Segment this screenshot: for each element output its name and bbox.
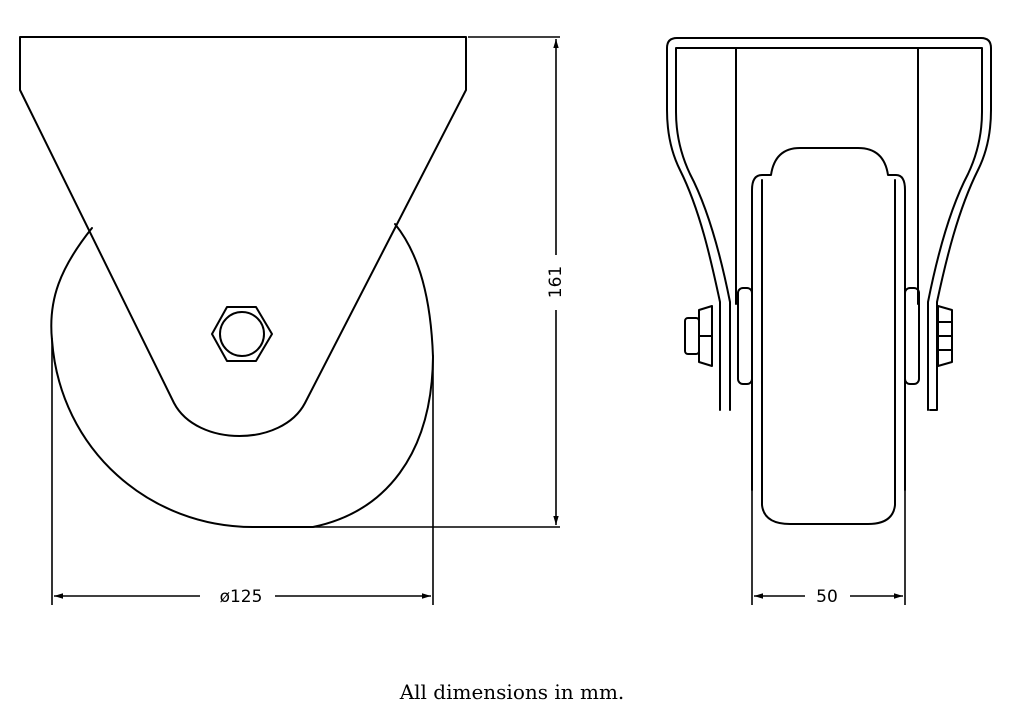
front-view bbox=[666, 37, 992, 525]
dimension-diameter: ø125 bbox=[51, 338, 434, 607]
nut-right bbox=[937, 305, 953, 367]
outer-fork bbox=[666, 37, 992, 411]
dimension-diameter-label: ø125 bbox=[220, 587, 263, 607]
inner-fork bbox=[675, 47, 983, 411]
dimension-height: 161 bbox=[313, 36, 566, 528]
tyre-outline bbox=[751, 147, 906, 491]
axle-bore bbox=[219, 311, 265, 357]
caption: All dimensions in mm. bbox=[399, 680, 625, 704]
axle-hex-nut bbox=[211, 306, 273, 362]
side-view bbox=[19, 36, 467, 529]
wheel-outline bbox=[50, 223, 434, 529]
fork-bracket bbox=[19, 36, 467, 437]
dimension-width-label: 50 bbox=[816, 587, 838, 607]
hub-left bbox=[737, 287, 753, 385]
hub-right bbox=[904, 287, 920, 385]
dimension-height-label: 161 bbox=[546, 266, 566, 298]
bolt-head bbox=[684, 317, 700, 355]
tyre-face bbox=[761, 179, 896, 525]
dimension-width: 50 bbox=[751, 490, 906, 607]
nut-left bbox=[698, 305, 713, 367]
